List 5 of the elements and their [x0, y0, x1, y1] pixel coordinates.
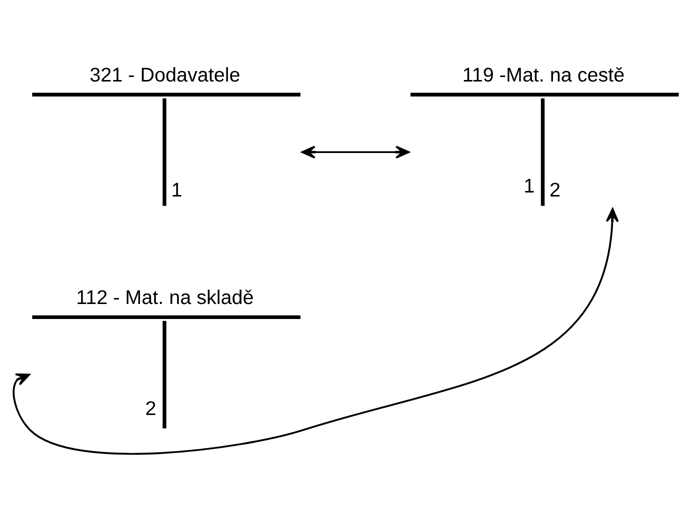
node-text: 112 - Mat. na skladě 2 [76, 286, 254, 420]
arrow [301, 145, 410, 158]
node-text: 321 - Dodavatele 1 [90, 64, 240, 201]
node-text: 119 -Mat. na cestě 1 2 [462, 64, 625, 201]
arrow [12, 208, 619, 454]
